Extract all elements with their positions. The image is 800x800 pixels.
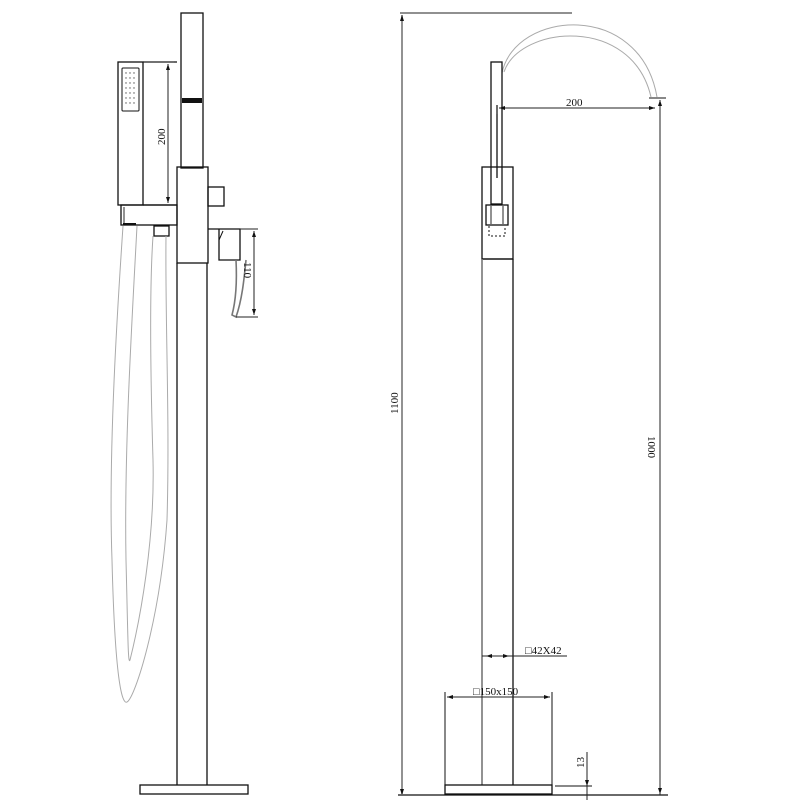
lever-handle <box>208 228 241 261</box>
dim-spout-reach: 200 <box>566 97 583 109</box>
spout-rod <box>490 61 503 205</box>
dim-outlet-height-label: 1000 <box>645 436 657 459</box>
upper-rod <box>180 12 204 169</box>
base-plate <box>139 784 249 795</box>
spout-arc <box>501 24 658 98</box>
dim-total-height: 1100 <box>389 392 401 414</box>
side-view <box>110 12 258 795</box>
spray-nozzles <box>125 72 135 104</box>
mixer-body <box>176 166 209 264</box>
front-view <box>398 12 668 800</box>
base-plate-front <box>444 784 553 795</box>
rod-band <box>182 98 202 103</box>
hose-connector <box>153 225 170 237</box>
cartridge-nut <box>485 204 509 226</box>
holder-bracket <box>120 204 178 226</box>
dim-handshower-length: 200 <box>156 128 168 145</box>
dim-handle-height: 110 <box>241 262 253 279</box>
shower-hose <box>110 225 169 703</box>
dim-base-thickness: 13 <box>575 757 587 769</box>
diverter-knob <box>207 186 225 207</box>
dim-base-plate: □150x150 <box>473 686 519 698</box>
dim-column-section: □42X42 <box>525 645 562 657</box>
spray-face <box>121 67 140 112</box>
